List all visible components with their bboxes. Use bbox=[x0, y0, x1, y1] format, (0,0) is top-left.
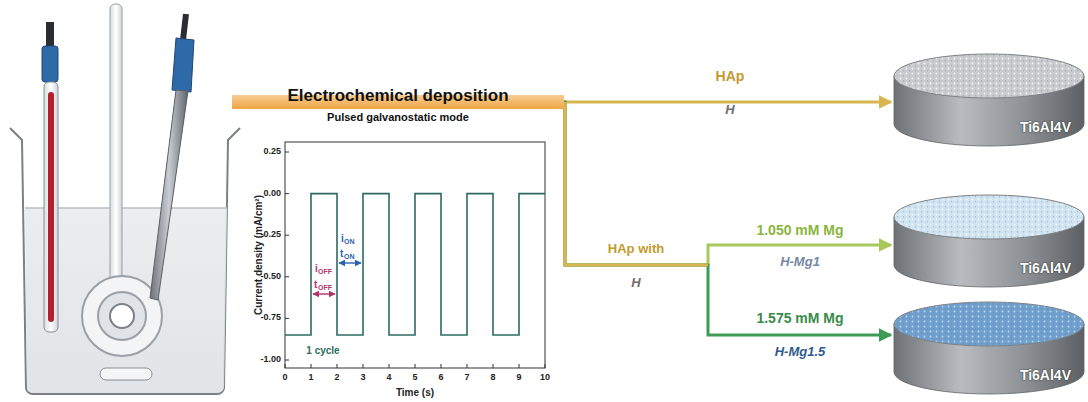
t-off-arrow bbox=[313, 293, 335, 294]
subscript: ON bbox=[344, 253, 355, 261]
group-label: HAp with bbox=[608, 242, 664, 256]
tick-label: 4 bbox=[386, 373, 391, 383]
axis-title: Current density (mA/cm²) bbox=[253, 195, 264, 315]
flow-arrow bbox=[563, 102, 891, 335]
tick-label: 2 bbox=[334, 373, 339, 383]
tick-label: -0.75 bbox=[260, 313, 281, 323]
stir-bar bbox=[100, 368, 152, 380]
sample-disc: Ti6Al4V bbox=[893, 193, 1085, 289]
sample-disc: Ti6Al4V bbox=[893, 52, 1085, 148]
tick bbox=[285, 152, 289, 153]
axis-ticks bbox=[285, 152, 545, 368]
tick-label: 6 bbox=[438, 373, 443, 383]
tick-label: 9 bbox=[516, 373, 521, 383]
flow-arrow bbox=[563, 102, 891, 265]
tick-label: 0.00 bbox=[263, 189, 281, 199]
tick bbox=[285, 318, 289, 319]
subscript: OFF bbox=[318, 284, 332, 292]
sample-window bbox=[110, 304, 134, 328]
tick-label: 5 bbox=[412, 373, 417, 383]
tick bbox=[519, 364, 520, 368]
subscript: ON bbox=[344, 238, 355, 246]
sample-code: H-Mg1 bbox=[780, 255, 820, 269]
tick bbox=[467, 364, 468, 368]
tick bbox=[545, 364, 546, 368]
electrode-cap bbox=[42, 46, 58, 82]
sample-code: H-Mg1.5 bbox=[775, 345, 826, 359]
t-on-arrow bbox=[339, 262, 361, 263]
reference-electrode-core bbox=[48, 92, 54, 322]
disc-top bbox=[894, 195, 1084, 239]
reference-electrode bbox=[44, 82, 58, 332]
tick-label: 1 bbox=[308, 373, 313, 383]
tick-label: -1.00 bbox=[260, 355, 281, 365]
chart-frame bbox=[285, 142, 545, 368]
symbol: i bbox=[315, 263, 318, 274]
tick bbox=[285, 235, 289, 236]
disc-top bbox=[894, 54, 1084, 98]
tick bbox=[285, 360, 289, 361]
disc-top bbox=[894, 302, 1084, 346]
tick-label: 0.25 bbox=[263, 147, 281, 157]
banner-title: Electrochemical deposition bbox=[232, 84, 564, 109]
sample-disc: Ti6Al4V bbox=[893, 300, 1085, 396]
substrate-label: Ti6Al4V bbox=[1020, 119, 1071, 135]
glass-tube bbox=[110, 4, 122, 294]
tick-label: -0.50 bbox=[260, 272, 281, 282]
sample-holder bbox=[82, 276, 162, 356]
tick bbox=[363, 364, 364, 368]
tick-label: 7 bbox=[464, 373, 469, 383]
tick-label: 3 bbox=[360, 373, 365, 383]
symbol: t bbox=[314, 279, 317, 290]
trunk-line bbox=[565, 102, 708, 265]
tick bbox=[441, 364, 442, 368]
symbol: i bbox=[341, 233, 344, 244]
banner-subtitle: Pulsed galvanostatic mode bbox=[232, 109, 564, 123]
tick bbox=[285, 193, 289, 194]
current-waveform bbox=[285, 194, 545, 335]
substrate-label: Ti6Al4V bbox=[1020, 260, 1071, 276]
tick bbox=[285, 364, 286, 368]
tick bbox=[415, 364, 416, 368]
tick-label: -0.25 bbox=[260, 230, 281, 240]
tick bbox=[285, 276, 289, 277]
sample-code: H bbox=[725, 103, 734, 117]
tick bbox=[311, 364, 312, 368]
electrode-cap bbox=[172, 38, 194, 92]
symbol: t bbox=[340, 248, 343, 259]
subscript: OFF bbox=[318, 268, 332, 276]
counter-electrode bbox=[150, 90, 188, 300]
edge-label: 1.050 mM Mg bbox=[754, 223, 845, 238]
tick-label: 8 bbox=[490, 373, 495, 383]
edge-label: 1.575 mM Mg bbox=[754, 311, 845, 326]
tick bbox=[389, 364, 390, 368]
edge-label: HAp bbox=[714, 69, 747, 84]
tick bbox=[337, 364, 338, 368]
tick-label: 10 bbox=[540, 373, 550, 383]
cycle-label: 1 cycle bbox=[306, 345, 339, 356]
process-banner: Electrochemical depositionPulsed galvano… bbox=[232, 84, 564, 123]
substrate-label: Ti6Al4V bbox=[1020, 367, 1071, 383]
sample-holder-inner bbox=[98, 292, 146, 340]
sample-code: H bbox=[631, 276, 640, 290]
electrode-cable bbox=[46, 22, 54, 48]
axis-title: Time (s) bbox=[396, 387, 434, 398]
tick bbox=[493, 364, 494, 368]
tick-label: 0 bbox=[282, 373, 287, 383]
electrode-cable bbox=[183, 14, 186, 40]
